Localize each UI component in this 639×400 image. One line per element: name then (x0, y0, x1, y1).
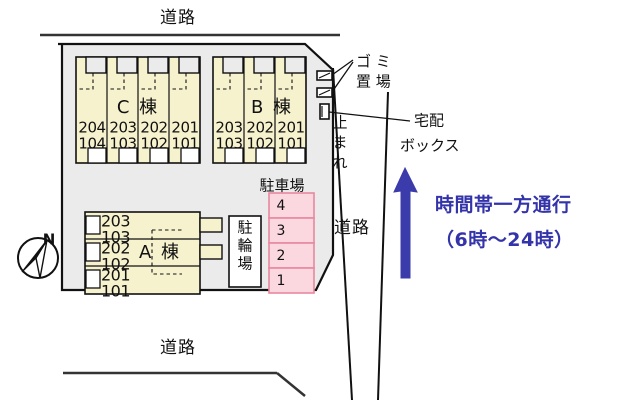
bicycle-parking-area: 駐 輪 場 (228, 215, 262, 288)
unit-a-203: 203 (101, 212, 130, 231)
building-b: B 棟 203 202 201 103 102 101 (212, 56, 307, 164)
one-way-arrow-icon (393, 166, 418, 279)
building-a: A 棟 203 103 202 102 201 101 (84, 211, 223, 301)
unit-a-101: 101 (101, 282, 130, 301)
one-way-notice: 時間帯一方通行 （6時～24時） (435, 193, 574, 251)
stop-sign-char-1: 止 (332, 114, 347, 132)
delivery-box-marker (319, 103, 330, 120)
garbage-area-label-line1: ゴ ミ (356, 53, 391, 71)
unit-a-201: 201 (101, 266, 130, 285)
unit-b-102: 102 (246, 135, 273, 153)
unit-c-201: 201 (171, 119, 198, 137)
stop-sign-char-2: ま (332, 134, 347, 152)
delivery-box-label-line2: ボックス (400, 137, 460, 155)
parking-stall-1-box[interactable] (268, 267, 315, 294)
unit-a-102: 102 (101, 255, 130, 274)
road-top: 道路 (40, 8, 340, 37)
stop-sign-label: 止 ま れ (332, 114, 347, 172)
building-c: C 棟 204 203 202 201 104 103 102 101 (75, 56, 201, 164)
unit-b-202: 202 (246, 119, 273, 137)
unit-c-101: 101 (171, 135, 198, 153)
parking-stall-1-number: 1 (277, 273, 286, 289)
building-c-name: C 棟 (117, 97, 159, 118)
unit-c-203: 203 (109, 119, 136, 137)
bicycle-parking-label-char-1: 駐 (237, 219, 252, 237)
unit-b-103: 103 (215, 135, 242, 153)
parking-area: 駐車場 4 3 2 1 (259, 177, 315, 294)
building-b-name: B 棟 (251, 97, 293, 118)
unit-a-202: 202 (101, 239, 130, 258)
garbage-area-callout: ゴ ミ 置 場 (356, 53, 391, 91)
compass-north-label: N (43, 231, 56, 249)
one-way-notice-line2: （6時～24時） (435, 228, 574, 251)
road-right-label: 道路 (334, 218, 370, 238)
parking-stall-4-box[interactable] (268, 192, 315, 219)
bicycle-parking-label-char-3: 場 (237, 255, 252, 273)
unit-a-103: 103 (101, 228, 130, 247)
parking-area-label: 駐車場 (259, 177, 304, 195)
unit-c-202: 202 (140, 119, 167, 137)
unit-b-201: 201 (277, 119, 304, 137)
garbage-area-label-line2: 置 場 (356, 73, 391, 91)
unit-c-104: 104 (78, 135, 105, 153)
unit-c-102: 102 (140, 135, 167, 153)
compass-rose: N (17, 231, 59, 279)
delivery-box-label-line1: 宅配 (414, 112, 444, 130)
garbage-area-markers (316, 59, 354, 98)
unit-b-203: 203 (215, 119, 242, 137)
delivery-box-callout: 宅配 ボックス (400, 112, 460, 155)
unit-c-103: 103 (109, 135, 136, 153)
unit-c-204: 204 (78, 119, 105, 137)
building-a-name: A 棟 (139, 242, 181, 263)
bicycle-parking-label-char-2: 輪 (237, 237, 252, 255)
delivery-box-marker-group (319, 103, 411, 122)
parking-stall-4-number: 4 (277, 198, 286, 214)
road-top-label: 道路 (160, 8, 196, 28)
one-way-notice-line1: 時間帯一方通行 (435, 193, 572, 216)
unit-b-101: 101 (277, 135, 304, 153)
stop-sign-char-3: れ (332, 154, 347, 172)
road-bottom: 道路 (63, 338, 306, 397)
parking-stall-2-number: 2 (277, 248, 286, 264)
road-right: 道路 (332, 67, 389, 400)
road-bottom-label: 道路 (160, 338, 196, 358)
parking-stall-3-number: 3 (277, 223, 286, 239)
parking-stall-2-box[interactable] (268, 242, 315, 269)
